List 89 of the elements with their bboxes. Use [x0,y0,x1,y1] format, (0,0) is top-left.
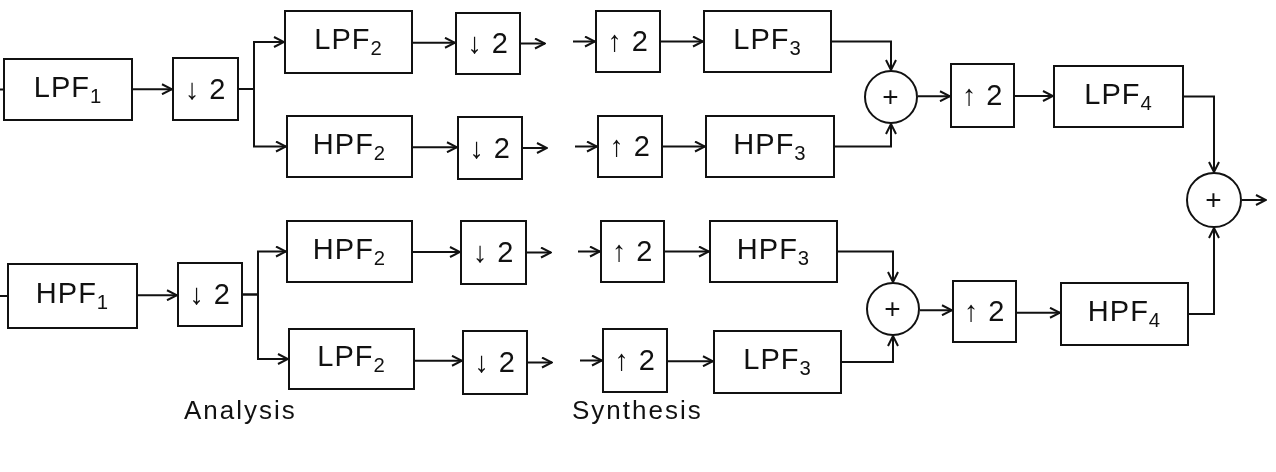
filter-block [286,220,413,283]
filter-block [713,330,842,394]
block-label: ↓ 2 [467,27,509,60]
summing-junction [866,282,920,336]
arrow [834,123,897,148]
filter-block [3,58,133,121]
arrow [574,140,598,153]
signal-line [0,88,4,91]
filter-block [709,220,838,283]
block-label: ↑ 2 [609,130,651,163]
filter-block [950,63,1015,128]
filter-block [1060,282,1189,346]
filter-block [952,280,1017,343]
arrow [837,250,899,283]
filter-block [284,10,413,74]
arrow [412,36,456,49]
filter-block [595,10,661,73]
block-label: HPF$_{3}$ [736,232,811,271]
arrow [579,354,603,367]
summing-junction [1186,172,1242,228]
block-label: ↑ 2 [607,25,649,58]
arrow [414,354,463,367]
block-label: HPF$_{2}$ [312,127,387,166]
arrow [577,245,601,258]
filter-block [602,328,668,393]
arrow [238,88,287,153]
arrow [664,245,710,258]
arrow [1188,227,1220,315]
filter-block [703,10,832,73]
arrow [1014,90,1054,102]
summing-junction [864,70,918,124]
arrow [831,40,897,71]
arrow [841,335,899,363]
filter-block [457,116,523,180]
block-label: LPF$_{1}$ [33,70,103,109]
arrow [242,293,289,365]
block-label: HPF$_{4}$ [1087,295,1162,333]
arrow [412,141,458,154]
filter-block [286,115,413,178]
block-label: + [882,81,900,113]
block-label: HPF$_{2}$ [312,232,387,271]
filter-block [455,12,521,75]
block-label: ↓ 2 [474,346,516,379]
arrow [520,37,546,50]
arrow [137,289,178,302]
filter-block [705,115,835,178]
arrow [660,35,704,48]
block-label: ↓ 2 [184,72,227,106]
block-label: HPF$_{3}$ [733,127,807,166]
filter-block [288,328,415,390]
block-label: LPF$_{3}$ [743,343,812,381]
block-label: + [1205,184,1223,216]
signal-line [0,295,8,297]
block-label: ↓ 2 [469,131,511,165]
block-label: ↓ 2 [472,236,515,269]
arrow [917,90,951,103]
filter-block [7,263,138,329]
block-label: HPF$_{1}$ [35,277,110,315]
arrow [527,356,553,369]
arrow [412,246,461,258]
filter-block [462,330,528,395]
block-label: LPF$_{3}$ [733,22,802,61]
filter-block [172,57,239,121]
arrow [572,35,596,48]
block-label: LPF$_{4}$ [1084,77,1153,116]
filter-block [177,262,243,327]
filter-block [597,115,663,178]
arrow [526,246,552,259]
section-caption: Analysis [184,395,297,426]
block-label: ↓ 2 [189,278,231,311]
filter-block [460,220,527,285]
arrow [919,304,953,317]
section-caption: Synthesis [572,395,703,426]
block-label: ↑ 2 [963,295,1006,328]
arrow [132,83,173,96]
arrow [662,140,706,153]
block-label: LPF$_{2}$ [314,23,383,61]
arrow [1241,194,1267,206]
block-label: + [884,293,902,325]
arrow [1016,306,1061,319]
filter-block [600,220,665,283]
block-label: LPF$_{2}$ [317,340,386,378]
block-label: ↑ 2 [611,235,654,268]
block-label: ↑ 2 [614,344,656,377]
arrow [522,142,548,154]
filter-block [1053,65,1184,128]
block-label: ↑ 2 [961,79,1004,112]
arrow [667,355,714,368]
arrow [1183,95,1220,173]
